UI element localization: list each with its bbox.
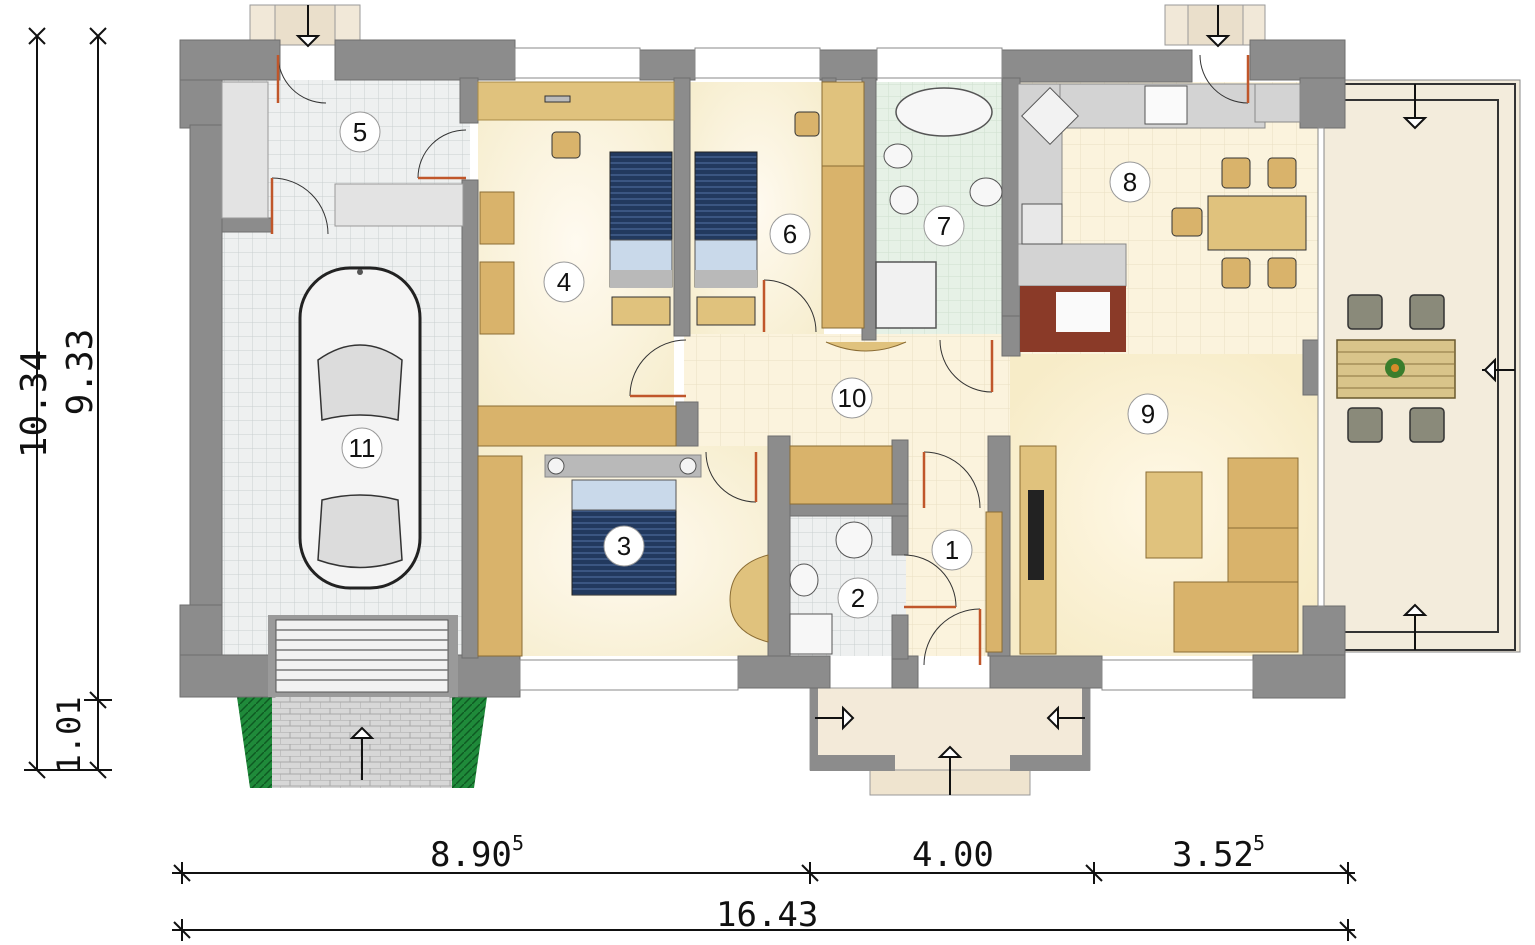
fridge [1144, 85, 1188, 125]
tv [1028, 490, 1044, 580]
monitor [544, 95, 571, 103]
windows [514, 47, 1325, 691]
dim-horizontal-a-sup: 5 [512, 831, 524, 855]
svg-text:5: 5 [353, 117, 367, 147]
room-label-1: 1 [931, 529, 973, 571]
shower-step [825, 341, 907, 352]
dim-vertical-total: 10.34 [14, 350, 55, 458]
dining-set [1171, 157, 1307, 289]
toilet-room-7 [889, 185, 919, 215]
dimension-lines [24, 27, 1357, 941]
dim-horizontal-a: 8.90 [430, 835, 512, 875]
room-label-4: 4 [543, 261, 585, 303]
room-label-2: 2 [837, 577, 879, 619]
svg-text:6: 6 [783, 219, 797, 249]
bed-room-3 [544, 454, 702, 596]
dim-horizontal-b: 4.00 [912, 835, 994, 875]
room-label-6: 6 [769, 213, 811, 255]
utility-cabinet [221, 81, 269, 219]
sink-room-7 [969, 177, 1003, 207]
door-swings [271, 54, 1249, 666]
desk-chair [551, 131, 581, 159]
stove [1021, 203, 1063, 245]
kitchen-sink [1021, 87, 1079, 145]
coffee-table [1145, 471, 1203, 559]
chair-room-6 [794, 111, 820, 137]
front-porch [809, 687, 1091, 796]
svg-text:11: 11 [349, 433, 376, 463]
bathtub [895, 87, 993, 137]
svg-text:3: 3 [617, 531, 631, 561]
terrace [1319, 79, 1521, 653]
room-label-3: 3 [603, 525, 645, 567]
svg-text:8: 8 [1123, 167, 1137, 197]
toilet-room-2 [835, 521, 873, 559]
room-label-11: 11 [341, 427, 383, 469]
bidet [883, 143, 913, 169]
desk-room-4 [477, 81, 675, 121]
wardrobe-room-3 [477, 455, 523, 657]
washer [789, 613, 833, 655]
utility-counter [334, 183, 464, 227]
fireplace [1020, 286, 1126, 352]
desk-room-6 [821, 81, 865, 167]
svg-text:2: 2 [851, 583, 865, 613]
room-label-9: 9 [1127, 393, 1169, 435]
dim-horizontal-c: 3.52 [1172, 835, 1254, 875]
beds-room-4 [609, 151, 758, 326]
bookshelves-room-4 [479, 191, 515, 335]
dim-horizontal-total: 16.43 [716, 895, 818, 935]
door-marks [270, 55, 1250, 665]
dim-vertical-porch: 1.01 [50, 696, 88, 773]
svg-text:7: 7 [937, 211, 951, 241]
hall-closet [789, 445, 893, 505]
dim-vertical-main: 9.33 [60, 329, 101, 416]
shower [875, 261, 937, 329]
room-labels: 1 2 3 4 5 6 7 8 9 10 11 [339, 111, 1169, 619]
room-label-10: 10 [831, 377, 873, 419]
room-label-7: 7 [923, 205, 965, 247]
back-steps [249, 4, 1266, 48]
shoe-cabinet [985, 511, 1003, 653]
room-label-8: 8 [1109, 161, 1151, 203]
vanity-room-3 [729, 554, 769, 643]
wardrobe-room-4 [477, 405, 677, 447]
svg-text:9: 9 [1141, 399, 1155, 429]
dim-horizontal-c-sup: 5 [1253, 831, 1265, 855]
wardrobe-room-6 [821, 165, 865, 329]
sink-room-2 [789, 563, 819, 597]
svg-text:1: 1 [945, 535, 959, 565]
garage-door [268, 615, 458, 697]
svg-text:10: 10 [838, 383, 867, 413]
room-label-5: 5 [339, 111, 381, 153]
sofa [1173, 457, 1299, 653]
svg-text:4: 4 [557, 267, 571, 297]
dimension-labels: 10.34 9.33 1.01 8.90 5 4.00 3.52 5 16.43 [14, 329, 1265, 935]
driveway [237, 697, 487, 788]
